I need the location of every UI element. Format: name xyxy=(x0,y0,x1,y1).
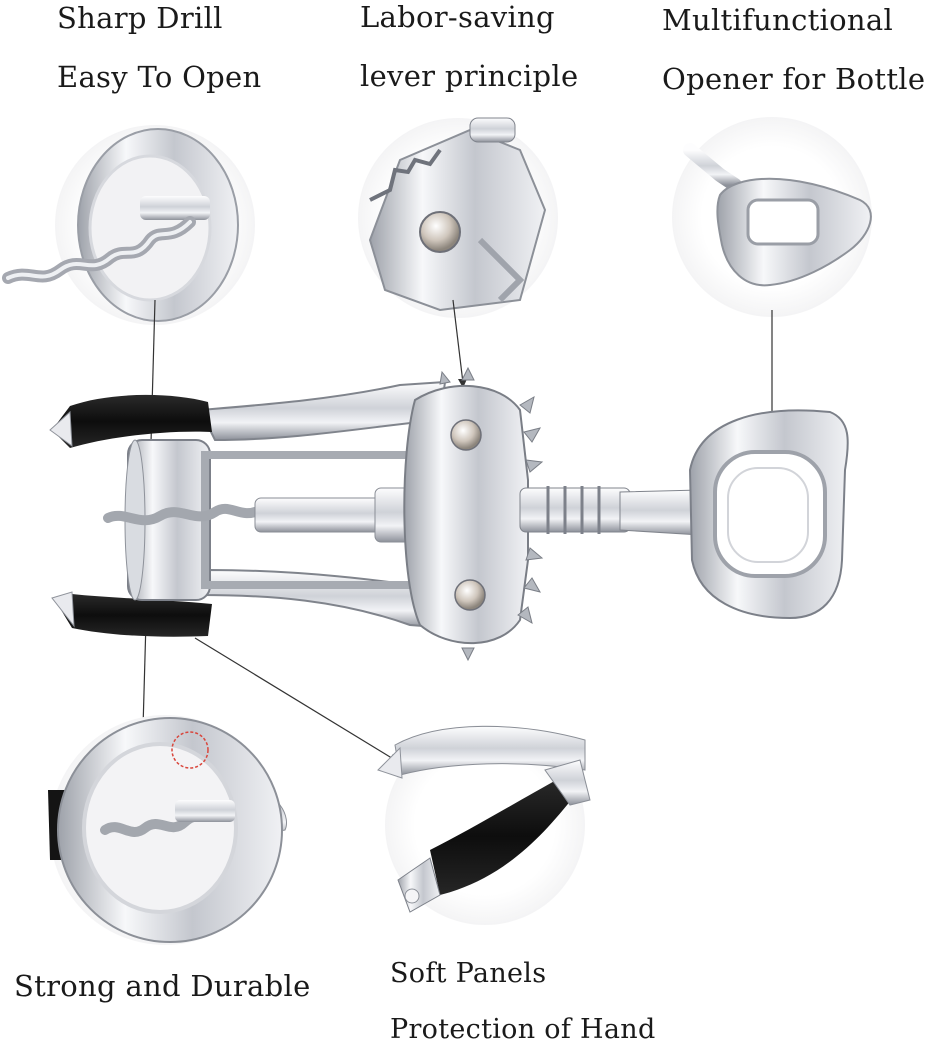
detail-lever-gear xyxy=(358,117,558,318)
feature-subtitle: Protection of Hand xyxy=(390,1014,656,1045)
feature-label-durable: Strong and Durable xyxy=(14,972,311,1001)
feature-label-opener: Multifunctional Opener for Bottles xyxy=(662,6,925,94)
feature-label-lever: Labor-saving lever principle xyxy=(360,3,578,91)
feature-title: Strong and Durable xyxy=(14,969,311,1003)
feature-label-soft-panels: Soft Panels Protection of Hand xyxy=(390,960,656,1043)
feature-title: Labor-saving xyxy=(360,0,555,34)
feature-subtitle: Opener for Bottles xyxy=(662,62,925,96)
feature-label-sharp-drill: Sharp Drill Easy To Open xyxy=(57,4,262,92)
detail-soft-panels xyxy=(377,725,591,925)
corkscrew-main xyxy=(49,366,849,662)
detail-bottle-opener xyxy=(672,117,872,317)
feature-subtitle: Easy To Open xyxy=(57,60,262,94)
feature-title: Sharp Drill xyxy=(57,1,223,35)
detail-sharp-drill xyxy=(2,125,255,325)
feature-subtitle: lever principle xyxy=(360,59,579,93)
detail-strong-durable xyxy=(48,715,287,945)
feature-title: Multifunctional xyxy=(662,3,894,37)
feature-title: Soft Panels xyxy=(390,958,547,989)
